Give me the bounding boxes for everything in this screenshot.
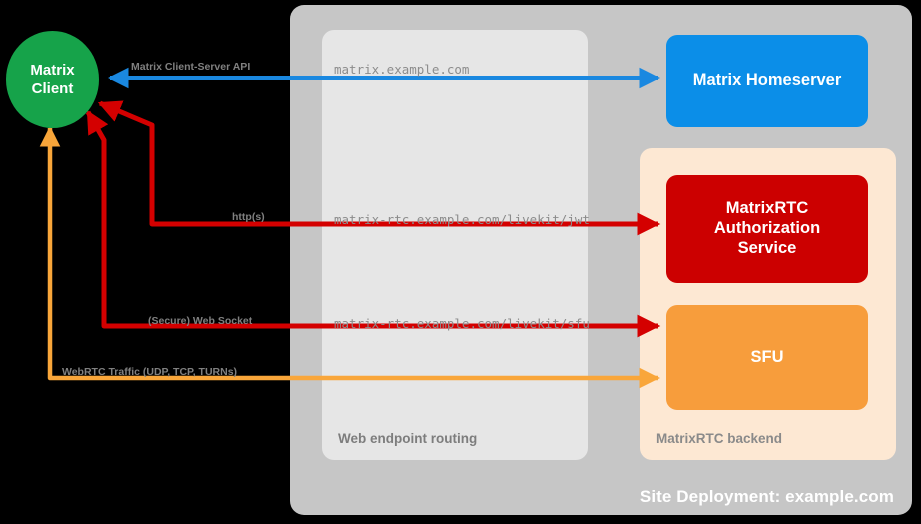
node-auth-line1: MatrixRTC xyxy=(725,199,809,218)
node-sfu[interactable]: SFU xyxy=(666,305,868,410)
url-label-livekit-sfu: matrix-rtc.example.com/livekit/sfu xyxy=(334,316,590,331)
node-matrix-client-line2: Client xyxy=(31,79,74,97)
edge-jwt-http xyxy=(97,100,661,236)
node-matrix-homeserver[interactable]: Matrix Homeserver xyxy=(666,35,868,127)
edge-label-client-server-api: Matrix Client-Server API xyxy=(131,61,251,73)
node-auth-line3: Service xyxy=(737,238,797,257)
matrixrtc-backend-label: MatrixRTC backend xyxy=(656,431,783,446)
edge-label-webrtc-traffic: WebRTC Traffic (UDP, TCP, TURNs) xyxy=(62,366,238,378)
url-label-livekit-jwt: matrix-rtc.example.com/livekit/jwt xyxy=(334,212,590,227)
edge-label-web-socket: (Secure) Web Socket xyxy=(148,315,253,327)
site-deployment-label: Site Deployment: example.com xyxy=(639,487,894,506)
node-matrix-homeserver-label: Matrix Homeserver xyxy=(692,71,842,90)
edge-label-http: http(s) xyxy=(232,211,265,223)
node-matrix-client-line1: Matrix xyxy=(30,61,75,79)
edge-webrtc-traffic xyxy=(39,125,661,389)
url-label-matrix-example-com: matrix.example.com xyxy=(334,62,470,77)
node-matrix-client[interactable]: Matrix Client xyxy=(6,31,99,128)
web-endpoint-routing-label: Web endpoint routing xyxy=(338,431,478,446)
node-auth-line2: Authorization xyxy=(713,219,821,238)
node-matrixrtc-authorization-service[interactable]: MatrixRTC Authorization Service xyxy=(666,175,868,283)
node-sfu-label: SFU xyxy=(750,347,784,366)
